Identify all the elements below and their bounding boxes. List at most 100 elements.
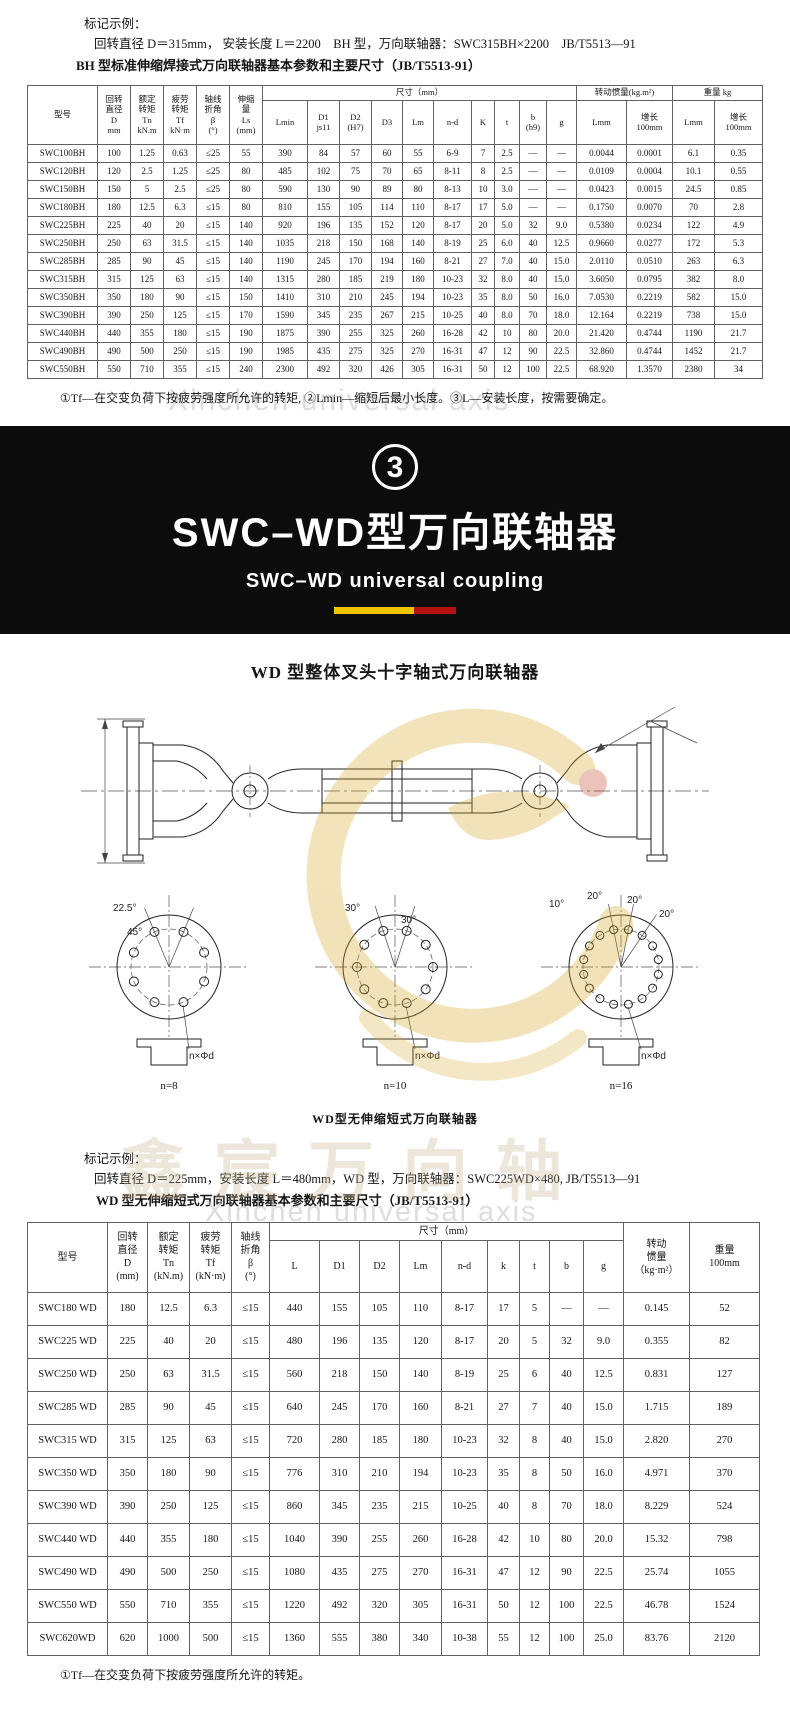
table-cell: 345 (307, 305, 340, 325)
wd-drawing-section: WD 型整体叉头十字轴式万向联轴器 (0, 634, 790, 1127)
model-cell: SWC250BH (27, 233, 98, 253)
table-cell: 2.820 (623, 1423, 690, 1458)
table-cell: 620 (107, 1621, 148, 1656)
table-cell: 7.0530 (576, 287, 627, 307)
table-cell: 485 (262, 161, 308, 181)
table-cell: 25.0 (583, 1621, 624, 1656)
column-header: k (487, 1239, 520, 1293)
table-cell: 310 (319, 1456, 360, 1491)
table-cell: 260 (399, 1522, 442, 1557)
table-cell: 0.0795 (626, 269, 673, 289)
table-cell: 440 (107, 1522, 148, 1557)
table-cell: 325 (371, 341, 403, 361)
table-cell: 25 (471, 233, 495, 253)
table-cell: 20.0 (546, 323, 577, 343)
table-cell: 114 (371, 197, 403, 217)
table-cell: 12.5 (583, 1357, 624, 1392)
table-cell: 1080 (269, 1555, 320, 1590)
table-cell: 40 (519, 233, 547, 253)
column-header-diameter: 回转 直径 D mm (97, 84, 131, 145)
table-cell: 6.1 (672, 143, 715, 163)
table-cell: 275 (339, 341, 372, 361)
table-cell: 45 (189, 1390, 232, 1425)
table-cell: 42 (487, 1522, 520, 1557)
table-cell: 194 (402, 287, 434, 307)
model-cell: SWC440BH (27, 323, 98, 343)
table-cell: 315 (107, 1423, 148, 1458)
table-cell: 20.0 (583, 1522, 624, 1557)
table-cell: 355 (189, 1588, 232, 1623)
flange-diagram-n16: 10° 20° 20° 20° n×Φd n=16 (530, 889, 712, 1092)
coupling-technical-drawing (81, 706, 709, 864)
table-cell: 90 (549, 1555, 584, 1590)
table-cell: 125 (163, 305, 197, 325)
table-cell: 0.5380 (576, 215, 627, 235)
table-cell: 8-19 (433, 233, 472, 253)
table-cell: 325 (371, 323, 403, 343)
table-cell: ≤15 (196, 287, 230, 307)
column-header-fatigue-torque: 疲劳 转矩 Tf kN·m (163, 84, 197, 145)
table-cell: ≤15 (231, 1489, 270, 1524)
banner-title: SWC–WD型万向联轴器 (171, 510, 619, 555)
table-cell: 380 (359, 1621, 400, 1656)
table-cell: 0.35 (714, 143, 763, 163)
column-header: t (494, 99, 520, 145)
table-cell: 31.5 (189, 1357, 232, 1392)
table-cell: 120 (402, 215, 434, 235)
table-cell: 490 (107, 1555, 148, 1590)
flange-diagram-row: 22.5° 45° n×Φd n=8 (0, 889, 790, 1092)
table-cell: 500 (189, 1621, 232, 1656)
table-cell: 8.0 (494, 269, 520, 289)
table-cell: 32 (487, 1423, 520, 1458)
table-cell: 90 (519, 341, 547, 361)
angle-label: 22.5° (113, 903, 136, 914)
table-cell: 2380 (672, 359, 715, 379)
table-cell: 245 (319, 1390, 360, 1425)
table-cell: 5 (519, 1291, 550, 1326)
table-cell: 15.32 (623, 1522, 690, 1557)
table-cell: 100 (549, 1588, 584, 1623)
table-cell: 180 (402, 269, 434, 289)
table-cell: 12.164 (576, 305, 627, 325)
table-cell: — (546, 143, 577, 163)
model-cell: SWC550 WD (27, 1588, 108, 1623)
table-cell: ≤15 (196, 323, 230, 343)
table-cell: 80 (402, 179, 434, 199)
table-cell: 160 (399, 1390, 442, 1425)
column-header: g (546, 99, 577, 145)
marking-example-label: 标记示例： (84, 1151, 147, 1166)
table-cell: 15.0 (714, 287, 763, 307)
table-cell: 435 (307, 341, 340, 361)
table-cell: 10.1 (672, 161, 715, 181)
red-bar (414, 606, 456, 614)
table-cell: 2.5 (494, 161, 520, 181)
table-cell: ≤15 (231, 1357, 270, 1392)
table-cell: 18.0 (546, 305, 577, 325)
table-cell: 63 (130, 233, 164, 253)
table-cell: 810 (262, 197, 308, 217)
bh-section: 标记示例： 回转直径 D＝315mm， 安装长度 L＝2200 BH 型，万向联… (0, 0, 790, 417)
column-header: D2 (H7) (339, 99, 372, 145)
table-cell: 12.5 (130, 197, 164, 217)
table-cell: ≤15 (231, 1456, 270, 1491)
table-cell: 0.0070 (626, 197, 673, 217)
table-cell: 90 (339, 179, 372, 199)
table-cell: 6.0 (494, 233, 520, 253)
column-header: 增长 100mm (626, 99, 673, 145)
table-cell: 40 (549, 1390, 584, 1425)
column-header: Lmin (262, 99, 308, 145)
table-cell: 135 (339, 215, 372, 235)
angle-label: 30° (401, 915, 416, 926)
table-cell: 35 (471, 287, 495, 307)
table-cell: 17 (471, 197, 495, 217)
table-cell: 0.0109 (576, 161, 627, 181)
table-cell: 2300 (262, 359, 308, 379)
section-banner: 3 SWC–WD型万向联轴器 SWC–WD universal coupling (0, 425, 790, 634)
bh-table-title: BH 型标准伸缩焊接式万向联轴器基本参数和主要尺寸（JB/T5513-91） (76, 58, 481, 73)
table-cell: 0.1750 (576, 197, 627, 217)
column-group-size: 尺寸（mm） (262, 84, 577, 101)
table-cell: 70 (672, 197, 715, 217)
table-cell: 140 (229, 233, 263, 253)
